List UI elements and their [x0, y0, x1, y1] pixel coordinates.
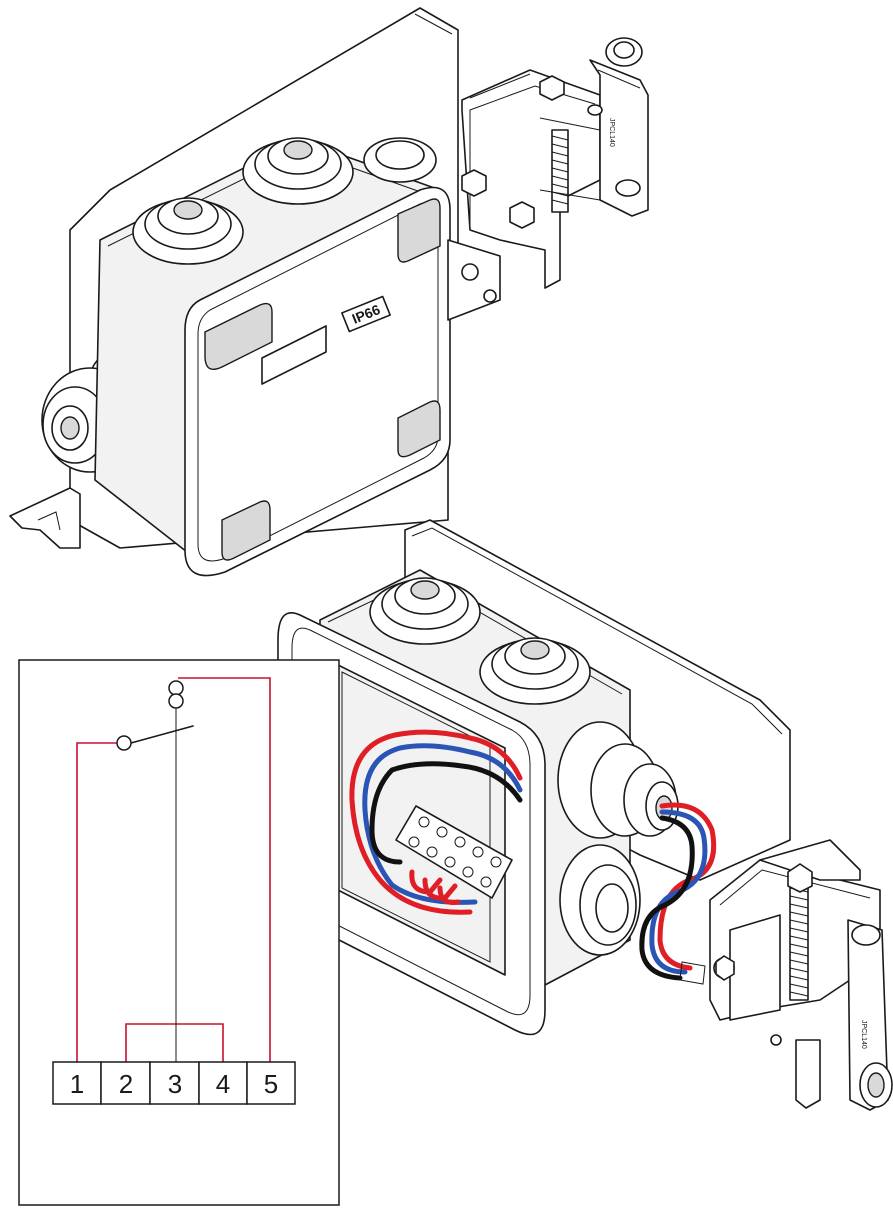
- clamp-marking-bottom: JPCL140: [860, 1020, 867, 1049]
- beam-clamp-bottom: JPCL140: [709, 839, 893, 1111]
- blue-wire: [362, 743, 523, 905]
- threaded-rod: [551, 129, 569, 213]
- terminal-label-4: 4: [216, 1069, 230, 1099]
- terminal-label-2: 2: [119, 1069, 133, 1099]
- terminal-block: [395, 805, 513, 899]
- open-junction-box-assembly: JPCL140: [277, 519, 893, 1111]
- bolt-hex: [461, 75, 565, 229]
- top-gland-left: [132, 197, 244, 265]
- terminal-label-3: 3: [168, 1069, 182, 1099]
- schematic-frame: [18, 659, 340, 1206]
- terminal-label-5: 5: [264, 1069, 278, 1099]
- internal-wiring: [349, 729, 523, 915]
- rear-gland: [363, 137, 437, 183]
- terminal-strip: 1 2 3 4 5: [52, 1061, 296, 1105]
- red-wire: [349, 729, 523, 915]
- clamp-marking-top: JPCL140: [608, 118, 615, 147]
- external-cable: [639, 802, 717, 985]
- closed-junction-box-assembly: IP66 JPCL140: [9, 7, 649, 577]
- normally-open-contact: [168, 680, 184, 696]
- common-contact: [116, 735, 132, 751]
- schematic-red-lines: [76, 677, 271, 1062]
- beam-clamp-top: JPCL140: [447, 37, 649, 321]
- top-gland-right: [242, 137, 354, 205]
- mounting-tab: [9, 487, 81, 549]
- top-gland-lower-left: [369, 577, 481, 645]
- box-lid: IP66: [184, 186, 451, 577]
- top-gland-lower-right: [479, 637, 591, 705]
- threaded-rod-lower: [787, 863, 813, 1001]
- terminal-label-1: 1: [70, 1069, 84, 1099]
- switch-wiring-schematic: 1 2 3 4 5: [18, 659, 340, 1206]
- black-wire: [369, 761, 523, 865]
- normally-closed-contact: [168, 693, 184, 709]
- blanking-gland-side: [559, 844, 641, 956]
